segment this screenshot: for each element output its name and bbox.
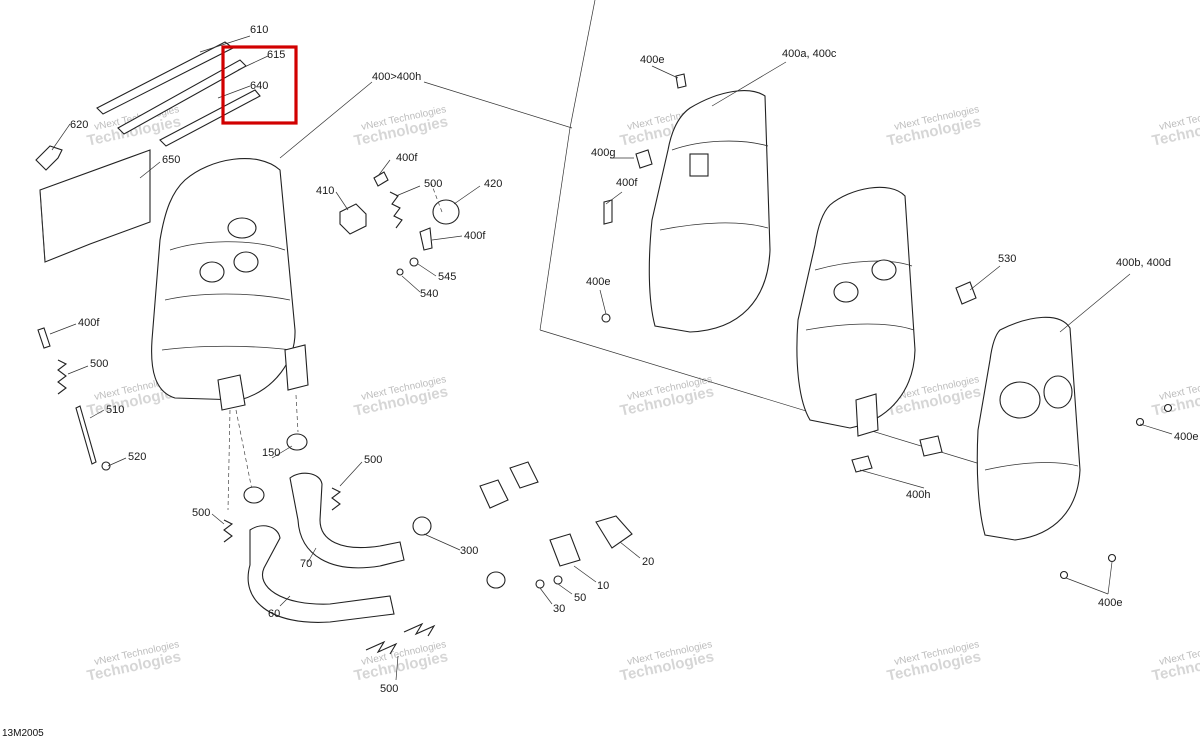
label-500-top[interactable]: 500 xyxy=(424,178,442,190)
flange-10 xyxy=(549,533,581,567)
rubber-400h-b xyxy=(919,435,943,457)
label-510[interactable]: 510 xyxy=(106,404,124,416)
leader-lines xyxy=(49,35,1173,681)
rubber-400h-a xyxy=(851,455,873,473)
bolt-400e-right-b xyxy=(1163,403,1173,413)
bolt-400e-right-a xyxy=(1135,417,1145,427)
part-labels: 610 615 640 620 650 400>400h 400f 500 41… xyxy=(70,24,1198,695)
label-500-left[interactable]: 500 xyxy=(90,358,108,370)
spring-500-bottom-a xyxy=(365,640,398,655)
label-640[interactable]: 640 xyxy=(250,80,268,92)
label-30[interactable]: 30 xyxy=(553,603,565,615)
label-400f-left[interactable]: 400f xyxy=(78,317,100,329)
washer-545 xyxy=(409,257,419,267)
clip-400f-top xyxy=(373,171,389,187)
label-400e-top[interactable]: 400e xyxy=(640,54,664,66)
label-400h[interactable]: 400h xyxy=(906,489,930,501)
label-540[interactable]: 540 xyxy=(420,288,438,300)
watermark: Technologies vNext Technologies xyxy=(85,639,182,685)
heat-shield-strips xyxy=(96,41,261,147)
label-530[interactable]: 530 xyxy=(998,253,1016,265)
watermark: Technologies vNext Technologies xyxy=(352,639,449,685)
label-650[interactable]: 650 xyxy=(162,154,180,166)
label-400g[interactable]: 400g xyxy=(591,147,615,159)
label-10[interactable]: 10 xyxy=(597,580,609,592)
ring-300-b xyxy=(486,571,506,589)
pipe-60 xyxy=(247,525,395,623)
label-615[interactable]: 615 xyxy=(267,49,285,61)
rod-510 xyxy=(75,405,97,465)
label-400-400h[interactable]: 400>400h xyxy=(372,71,421,83)
clip-400f-right xyxy=(603,199,613,225)
ring-300 xyxy=(412,516,432,536)
insulation-pad-650 xyxy=(39,149,151,263)
label-500-bottom[interactable]: 500 xyxy=(380,683,398,695)
clip-400f-mid xyxy=(419,227,433,251)
watermark: Technologies vNext Technologies xyxy=(618,639,715,685)
bolt-400f-left xyxy=(37,327,51,349)
clip-530 xyxy=(955,281,977,305)
watermark: Technologies vNext Technologies xyxy=(885,639,982,685)
label-400f-right[interactable]: 400f xyxy=(616,177,638,189)
label-400b-400d[interactable]: 400b, 400d xyxy=(1116,257,1171,269)
spring-500-bottom-b xyxy=(403,622,436,637)
label-60[interactable]: 60 xyxy=(268,608,280,620)
label-420[interactable]: 420 xyxy=(484,178,502,190)
label-400f-mid[interactable]: 400f xyxy=(464,230,486,242)
label-410[interactable]: 410 xyxy=(316,185,334,197)
cap-420 xyxy=(432,199,460,225)
label-620[interactable]: 620 xyxy=(70,119,88,131)
cover-400b-d xyxy=(976,316,1081,541)
label-500-mid[interactable]: 500 xyxy=(364,454,382,466)
watermark: Technologies vNext Technologies xyxy=(352,374,449,420)
label-20[interactable]: 20 xyxy=(642,556,654,568)
bolt-400e-bottom-b xyxy=(1107,553,1117,563)
watermark: Technologies vNext Technologies xyxy=(1150,104,1200,150)
bolt-30 xyxy=(535,579,545,589)
muffler-right xyxy=(796,186,916,437)
pipe-70 xyxy=(289,472,405,569)
label-400e-mid[interactable]: 400e xyxy=(586,276,610,288)
ring-150-b xyxy=(243,486,265,504)
label-400e-bottom[interactable]: 400e xyxy=(1098,597,1122,609)
bolt-400e-bottom-a xyxy=(1059,570,1069,580)
label-300[interactable]: 300 xyxy=(460,545,478,557)
bolt-520 xyxy=(101,461,111,471)
label-610[interactable]: 610 xyxy=(250,24,268,36)
flange-300 xyxy=(479,479,509,509)
label-50[interactable]: 50 xyxy=(574,592,586,604)
label-70[interactable]: 70 xyxy=(300,558,312,570)
watermark: Technologies vNext Technologies xyxy=(1150,374,1200,420)
nut-50 xyxy=(553,575,563,585)
label-400a-400c[interactable]: 400a, 400c xyxy=(782,48,837,60)
label-150[interactable]: 150 xyxy=(262,447,280,459)
bolt-400e-mid xyxy=(601,313,611,323)
label-545[interactable]: 545 xyxy=(438,271,456,283)
bolt-540 xyxy=(396,268,404,276)
label-400e-right[interactable]: 400e xyxy=(1174,431,1198,443)
watermark: Technologies vNext Technologies xyxy=(352,104,449,150)
spring-500-top xyxy=(389,191,403,229)
watermark: Technologies vNext Technologies xyxy=(1150,639,1200,685)
highlight-box[interactable] xyxy=(221,45,298,125)
clip-400g xyxy=(635,149,653,169)
watermark: Technologies vNext Technologies xyxy=(618,374,715,420)
label-500-lowleft[interactable]: 500 xyxy=(192,507,210,519)
label-520[interactable]: 520 xyxy=(128,451,146,463)
label-400f-top[interactable]: 400f xyxy=(396,152,418,164)
gasket-top-right xyxy=(509,461,539,489)
cover-400a-c xyxy=(648,90,771,333)
spring-500-left xyxy=(57,359,68,395)
muffler-left xyxy=(151,158,309,411)
watermark: Technologies vNext Technologies xyxy=(885,104,982,150)
spring-500-pair xyxy=(331,487,342,511)
gasket-20 xyxy=(595,515,633,549)
rubber-mount-410 xyxy=(339,203,367,235)
clip-400e-top xyxy=(675,73,687,89)
diagram-code: 13M2005 xyxy=(2,728,44,739)
spring-500-lowleft xyxy=(223,519,234,543)
clip-620 xyxy=(35,145,63,171)
